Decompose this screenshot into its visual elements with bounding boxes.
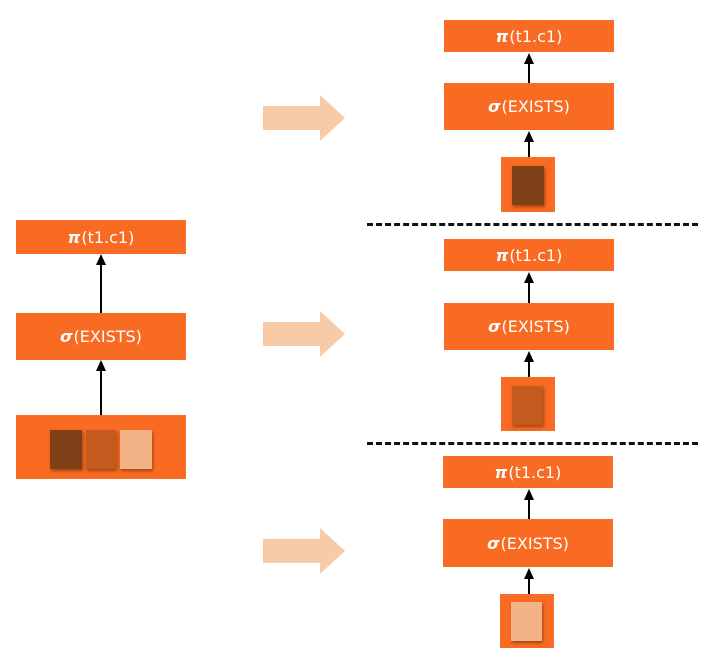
partition-light (511, 602, 542, 641)
arrow-up-icon (96, 254, 106, 265)
project-arg: (t1.c1) (509, 26, 563, 46)
filter-node: σ(EXISTS) (444, 303, 614, 350)
project-node: π(t1.c1) (443, 456, 613, 488)
project-node: π(t1.c1) (16, 220, 186, 254)
edge-line (528, 280, 530, 303)
arrow-up-icon (524, 489, 534, 500)
partition-dark (50, 430, 82, 469)
partition-light (120, 430, 152, 469)
source-node (501, 377, 555, 431)
edge-line (528, 359, 530, 377)
arrow-up-icon (524, 568, 534, 579)
filter-arg: (EXISTS) (501, 97, 570, 116)
edge-line (528, 576, 530, 594)
edge-line (100, 262, 102, 313)
separator-line (367, 442, 698, 445)
partition-dark (512, 166, 544, 205)
pi-symbol: π (67, 227, 81, 247)
edge-line (528, 497, 530, 519)
project-node: π(t1.c1) (444, 239, 614, 271)
arrow-up-icon (524, 53, 534, 64)
arrow-up-icon (96, 360, 106, 371)
pi-symbol: π (494, 462, 508, 482)
project-arg: (t1.c1) (509, 245, 563, 265)
partition-medium (86, 430, 116, 469)
project-arg: (t1.c1) (81, 227, 135, 247)
transition-arrow-icon (263, 528, 345, 574)
filter-node: σ(EXISTS) (16, 313, 186, 360)
sigma-symbol: σ (487, 533, 500, 553)
sigma-symbol: σ (488, 97, 501, 116)
edge-line (100, 368, 102, 415)
filter-arg: (EXISTS) (501, 317, 570, 336)
filter-node: σ(EXISTS) (444, 83, 614, 130)
project-arg: (t1.c1) (508, 462, 562, 482)
separator-line (367, 223, 698, 226)
sigma-symbol: σ (60, 327, 73, 346)
partition-medium (512, 386, 543, 425)
project-node: π(t1.c1) (444, 20, 614, 52)
filter-node: σ(EXISTS) (443, 519, 613, 567)
source-node (16, 415, 186, 479)
arrow-up-icon (524, 272, 534, 283)
transition-arrow-icon (263, 95, 345, 141)
pi-symbol: π (495, 245, 509, 265)
sigma-symbol: σ (488, 317, 501, 336)
source-node (500, 594, 554, 648)
transition-arrow-icon (263, 311, 345, 357)
filter-arg: (EXISTS) (73, 327, 142, 346)
edge-line (528, 61, 530, 83)
pi-symbol: π (495, 26, 509, 46)
filter-arg: (EXISTS) (500, 533, 569, 553)
edge-line (528, 139, 530, 157)
arrow-up-icon (524, 351, 534, 362)
source-node (501, 157, 555, 212)
arrow-up-icon (524, 131, 534, 142)
